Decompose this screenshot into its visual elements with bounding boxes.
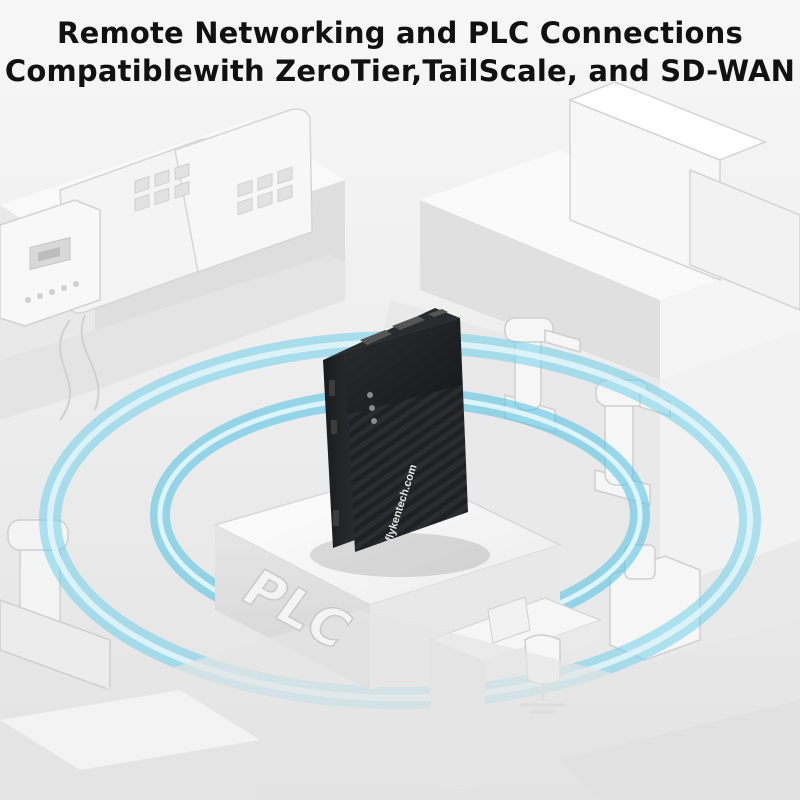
headline: Remote Networking and PLC Connections Co… [0, 14, 800, 90]
left-machine-cluster [0, 108, 345, 421]
headline-line-1: Remote Networking and PLC Connections [57, 16, 743, 50]
router-device: flykentech.com [310, 308, 490, 577]
headline-line-2: Compatiblewith ZeroTier,TailScale, and S… [4, 54, 796, 88]
